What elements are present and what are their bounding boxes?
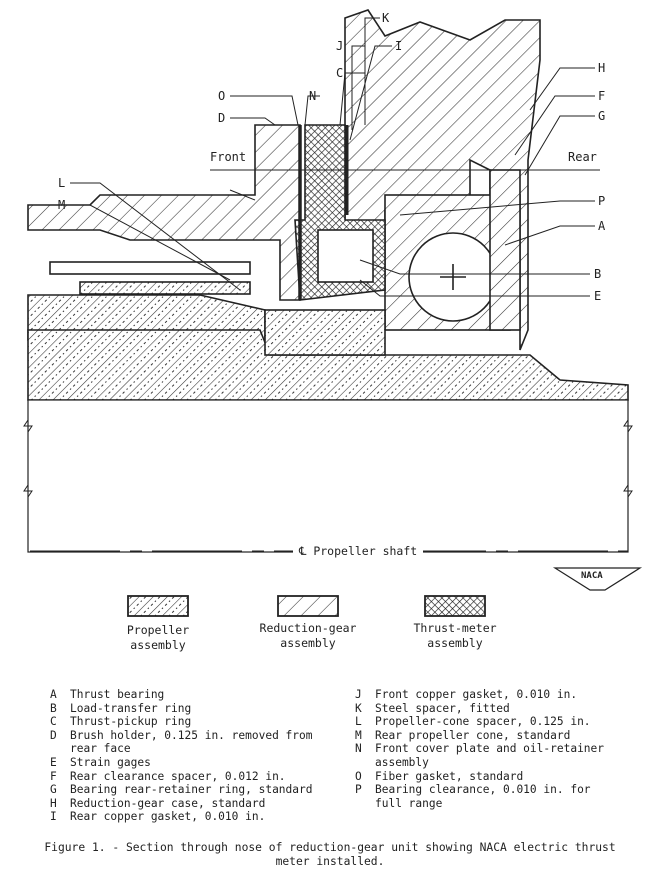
callout-h: H	[598, 61, 606, 75]
label-rear: Rear	[568, 150, 597, 164]
centerline-symbol: ℄	[299, 544, 307, 558]
threaded-ring	[264, 309, 386, 356]
bolt	[49, 261, 251, 275]
legend-swatch-propeller	[127, 595, 189, 617]
naca-logo-wings	[552, 567, 643, 591]
callout-n: N	[309, 89, 317, 103]
shaft-section	[27, 399, 629, 553]
label-front: Front	[210, 150, 247, 164]
callout-m: M	[58, 198, 66, 212]
callout-a: A	[598, 219, 606, 233]
callout-l: L	[58, 176, 66, 190]
callout-p: P	[598, 194, 606, 208]
callout-b: B	[594, 267, 602, 281]
callout-d: D	[218, 111, 226, 125]
legend-swatch-thrust-meter	[424, 595, 486, 617]
figure-caption: Figure 1. - Section through nose of redu…	[44, 841, 616, 868]
callout-f: F	[598, 89, 606, 103]
rear-retainer-ring	[489, 169, 521, 331]
callout-o: O	[218, 89, 226, 103]
callout-g: G	[598, 109, 606, 123]
cone-spacer	[79, 281, 251, 295]
naca-logo: NACA	[581, 571, 603, 581]
legend-swatch-reduction-gear	[277, 595, 339, 617]
load-transfer-ring	[317, 229, 374, 283]
centerline-label: ℄ Propeller shaft	[293, 544, 424, 558]
callout-j: J	[336, 39, 344, 53]
callout-i: I	[395, 39, 403, 53]
centerline-text: Propeller shaft	[313, 544, 418, 558]
callout-c: C	[336, 66, 344, 80]
leader-lines	[70, 17, 595, 297]
callout-e: E	[594, 289, 602, 303]
callout-k: K	[382, 11, 390, 25]
